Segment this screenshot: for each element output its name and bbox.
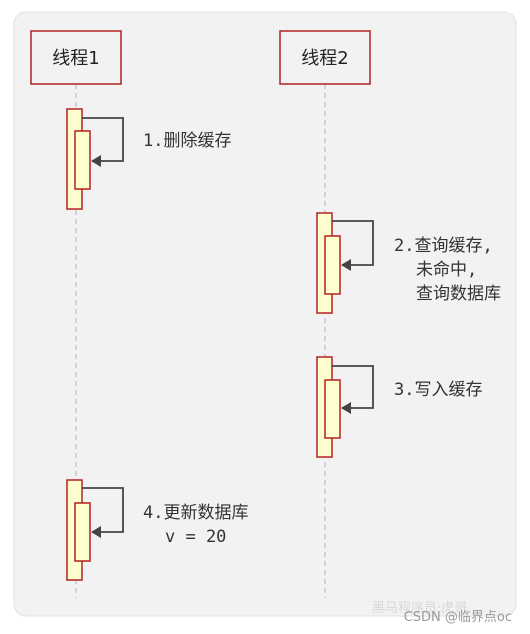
arrow-head xyxy=(91,155,101,167)
step-1-delete-cache: 1.删除缓存 xyxy=(66,108,231,210)
step-label-line-2: 未命中, xyxy=(416,260,477,280)
self-message-arrow xyxy=(82,117,124,162)
arrow-head xyxy=(341,402,351,414)
activation-bar-nested xyxy=(74,502,91,562)
participant-label: 线程2 xyxy=(301,48,348,69)
step-label: 1.删除缓存 xyxy=(143,131,231,151)
self-message-arrow xyxy=(332,220,374,266)
step-label-line-1: 4.更新数据库 xyxy=(143,503,248,523)
step-4-update-db: 4.更新数据库 v = 20 xyxy=(66,479,248,581)
diagram-background xyxy=(13,11,517,617)
watermark-faint: 黑马程序员·虎哥 xyxy=(372,601,467,616)
activation-bar-nested xyxy=(74,130,91,190)
participant-box xyxy=(279,30,371,85)
step-label-line-3: 查询数据库 xyxy=(416,284,501,304)
activation-bar-nested xyxy=(324,379,341,439)
arrow-head xyxy=(91,526,101,538)
step-3-write-cache: 3.写入缓存 xyxy=(316,356,482,458)
activation-bar-nested xyxy=(324,235,341,295)
watermark: CSDN @临界点oc xyxy=(404,610,512,625)
self-message-arrow xyxy=(82,487,124,533)
participant-box xyxy=(30,30,122,85)
step-label: 3.写入缓存 xyxy=(394,380,482,400)
self-message-arrow xyxy=(332,365,374,409)
participant-thread2: 线程2 xyxy=(279,30,371,85)
step-label-line-2: v = 20 xyxy=(165,527,226,547)
step-2-query-cache: 2.查询缓存, 未命中, 查询数据库 xyxy=(316,212,501,314)
step-label-line-1: 2.查询缓存, xyxy=(394,236,493,256)
arrow-head xyxy=(341,259,351,271)
participant-label: 线程1 xyxy=(52,48,99,69)
participant-thread1: 线程1 xyxy=(30,30,122,85)
